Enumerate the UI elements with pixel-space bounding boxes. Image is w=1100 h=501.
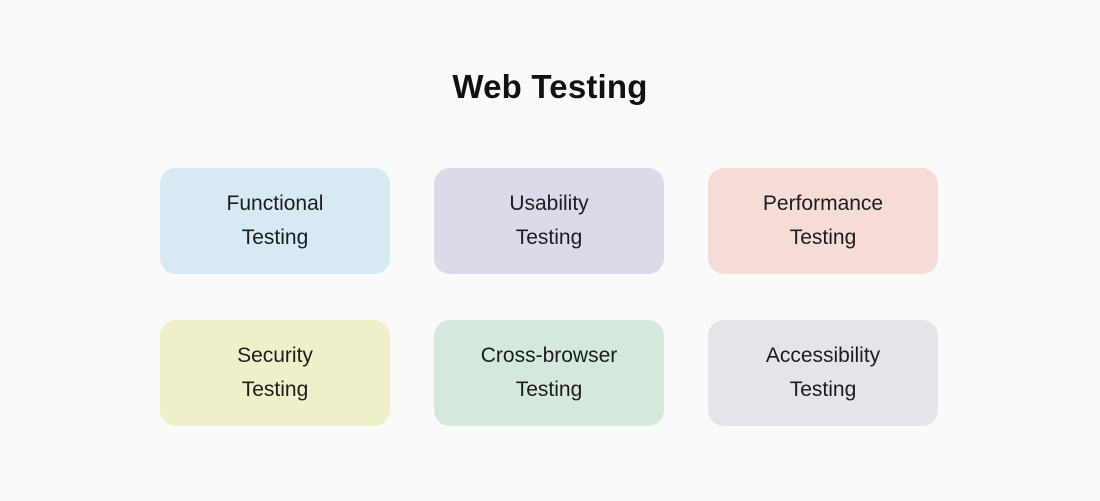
page-title: Web Testing bbox=[452, 68, 648, 105]
box-cross-browser-testing: Cross-browser Testing bbox=[434, 320, 664, 426]
box-functional-testing-label: Functional Testing bbox=[226, 192, 324, 249]
box-performance-testing-label: Performance Testing bbox=[762, 192, 884, 249]
box-performance-testing: Performance Testing bbox=[708, 168, 938, 274]
box-security-testing-label: Security Testing bbox=[237, 344, 313, 401]
box-usability-testing: Usability Testing bbox=[434, 168, 664, 274]
box-security-testing: Security Testing bbox=[160, 320, 390, 426]
box-usability-testing-label: Usability Testing bbox=[509, 192, 589, 249]
box-accessibility-testing: Accessibility Testing bbox=[708, 320, 938, 426]
testing-box-grid: Functional Testing Usability Testing Per… bbox=[160, 168, 938, 426]
box-cross-browser-testing-label: Cross-browser Testing bbox=[480, 344, 618, 401]
box-accessibility-testing-label: Accessibility Testing bbox=[765, 344, 881, 401]
box-functional-testing: Functional Testing bbox=[160, 168, 390, 274]
